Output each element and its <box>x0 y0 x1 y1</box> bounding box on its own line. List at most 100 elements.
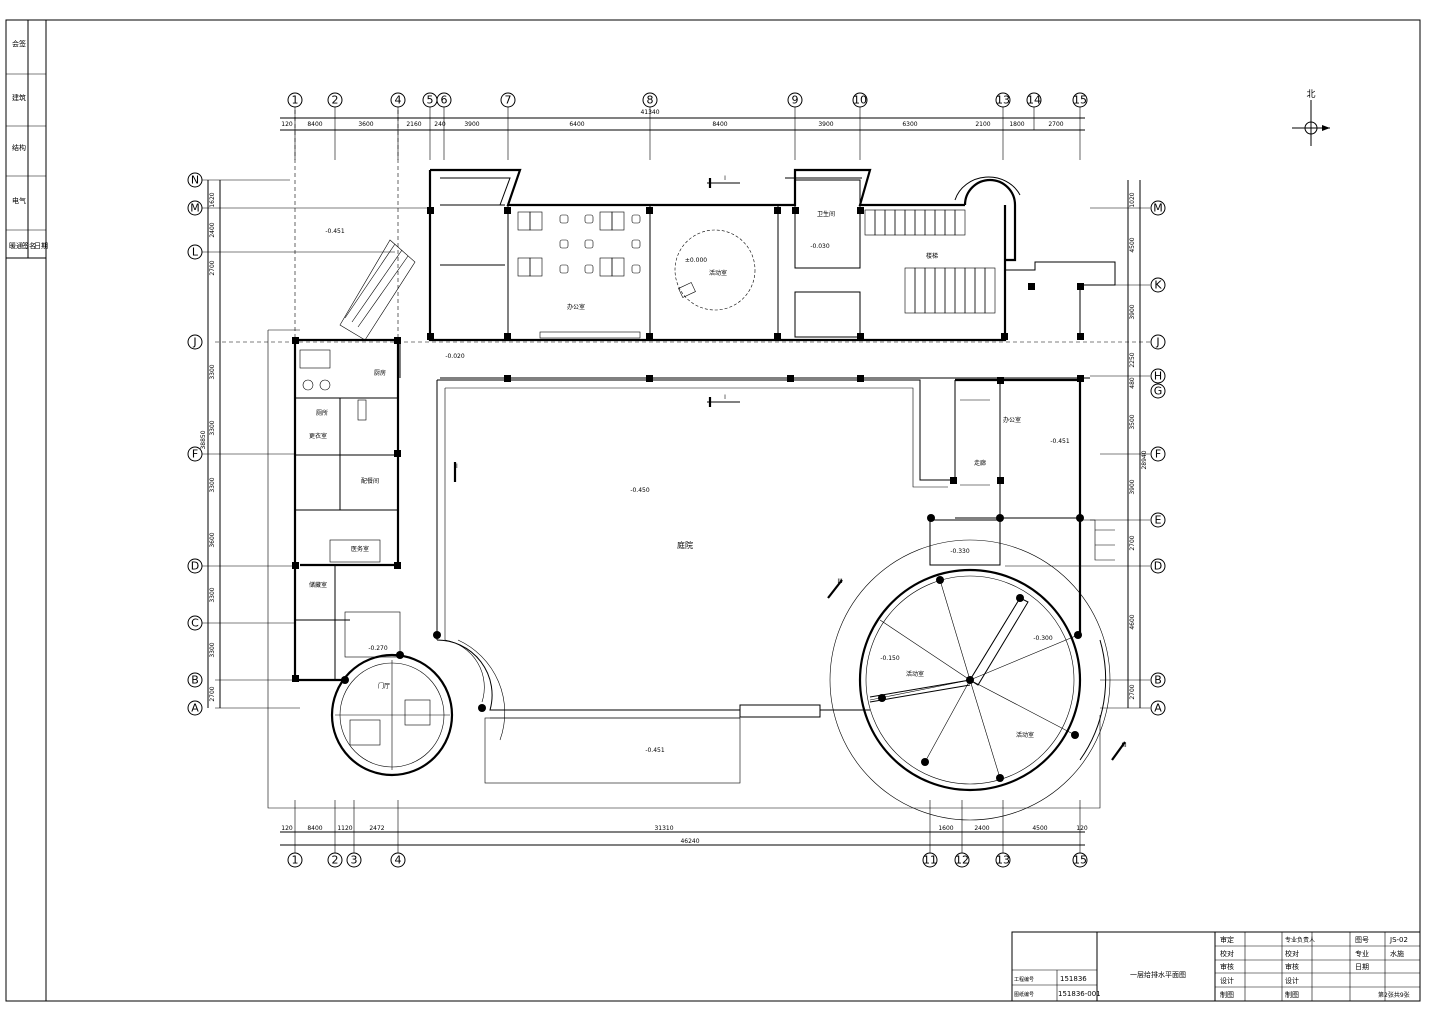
left-total: 38850 <box>200 430 207 449</box>
left-dim-6: 3600 <box>209 532 216 547</box>
axis-top-14: 14 <box>1027 94 1041 107</box>
side-strip: 会签 建筑 结构 电气 暖通 签名 日期 <box>5 19 48 259</box>
axis-bottom-1: 1 <box>292 854 299 867</box>
axis-top-13: 13 <box>996 94 1010 107</box>
bottom-total: 46240 <box>680 838 699 845</box>
left-dim-8: 3300 <box>209 642 216 657</box>
grid-bubbles-left: N M L J F D C B A <box>187 172 430 716</box>
columns <box>292 207 1084 782</box>
top-dim-11: 1800 <box>1009 121 1024 128</box>
row-label-1: 校对 <box>1220 949 1234 958</box>
bottom-dim-3: 2472 <box>369 825 384 832</box>
top-dim-4: 240 <box>434 121 446 128</box>
axis-top-2: 2 <box>332 94 339 107</box>
side-label-1: 建筑 <box>12 93 26 102</box>
left-dim-0: 1620 <box>209 192 216 207</box>
row-label-2: 审核 <box>1220 962 1234 971</box>
grid-bubbles-top: 1 2 4 5 6 7 8 9 10 13 14 15 <box>287 92 1088 160</box>
room-12: 办公室 <box>567 303 585 311</box>
drawing-no-label: 图纸编号 <box>1014 991 1034 998</box>
level-2: -0.451 <box>645 747 665 754</box>
level-3: -0.451 <box>1050 438 1070 445</box>
top-dim-10: 2100 <box>975 121 990 128</box>
side-label-2: 结构 <box>12 143 26 152</box>
axis-left-F: F <box>192 448 198 461</box>
row-label-0: 审定 <box>1220 935 1234 944</box>
bottom-dim-0: 120 <box>281 825 293 832</box>
room-3: 楼梯 <box>926 252 938 260</box>
right-dim-3: 2250 <box>1129 352 1136 367</box>
axis-left-L: L <box>192 246 199 259</box>
axis-right-B: B <box>1154 674 1162 687</box>
top-dim-1: 8400 <box>307 121 322 128</box>
title-block: 工程编号 151836 图纸编号 151836-001 一层给排水平面图 审定 … <box>1011 931 1421 1002</box>
right-dim-5: 3500 <box>1129 414 1136 429</box>
axis-left-M: M <box>190 202 200 215</box>
col2-label-0: 专业负责人 <box>1285 936 1315 944</box>
room-11: 卫生间 <box>817 210 835 218</box>
axis-top-4: 4 <box>395 94 402 107</box>
right-dim-0: 1020 <box>1129 192 1136 207</box>
top-dim-3: 2160 <box>406 121 421 128</box>
section-1a: I <box>724 175 726 182</box>
room-15: 活动室 <box>1016 731 1034 739</box>
axis-bottom-11: 11 <box>923 854 937 867</box>
top-dim-6: 6400 <box>569 121 584 128</box>
bottom-dim-5: 1600 <box>938 825 953 832</box>
axis-top-1: 1 <box>292 94 299 107</box>
axis-top-7: 7 <box>505 94 512 107</box>
side-label-4: 暖通 <box>9 241 23 250</box>
side-label-6: 日期 <box>34 242 48 250</box>
axis-left-D: D <box>191 560 199 573</box>
floor-plan: -0.451 -0.450 -0.451 -0.451 -0.020 -0.03… <box>215 110 1150 821</box>
sheet-label: 图号 <box>1355 936 1369 944</box>
right-dim-9: 2700 <box>1129 684 1136 699</box>
axis-left-B: B <box>191 674 199 687</box>
section-3b: III <box>1121 742 1127 749</box>
date-label: 日期 <box>1355 963 1369 971</box>
room-8: 活动室 <box>709 269 727 277</box>
bottom-dim-6: 2400 <box>974 825 989 832</box>
north-label: 北 <box>1306 89 1315 100</box>
left-dim-7: 3300 <box>209 587 216 602</box>
bottom-dim-8: 120 <box>1076 825 1088 832</box>
room-7: 储藏室 <box>309 581 327 589</box>
left-dim-4: 3300 <box>209 420 216 435</box>
level-9: -0.270 <box>368 645 388 652</box>
axis-bottom-15: 15 <box>1073 854 1087 867</box>
right-dim-1: 4500 <box>1129 237 1136 252</box>
axis-right-E: E <box>1155 514 1162 527</box>
bottom-dim-7: 4500 <box>1032 825 1047 832</box>
level-4: -0.020 <box>445 353 465 360</box>
discipline: 水施 <box>1390 949 1404 958</box>
axis-left-A: A <box>191 702 199 715</box>
left-dim-1: 2400 <box>209 222 216 237</box>
axis-right-H: H <box>1154 370 1162 383</box>
side-label-0: 会签 <box>12 39 26 48</box>
top-dim-8: 3900 <box>818 121 833 128</box>
room-13: 办公室 <box>1003 416 1021 424</box>
se-round-hall <box>858 568 1082 792</box>
left-dim-5: 3300 <box>209 477 216 492</box>
axis-left-C: C <box>191 617 199 630</box>
dimensions: 120 8400 3600 2160 240 3900 6400 8400 39… <box>200 109 1148 846</box>
axis-bottom-3: 3 <box>351 854 358 867</box>
bottom-dim-4: 31310 <box>654 825 673 832</box>
inner-frame <box>45 19 1421 1002</box>
level-8: -0.150 <box>880 655 900 662</box>
row-label-3: 设计 <box>1220 976 1234 985</box>
axis-right-F: F <box>1155 448 1161 461</box>
outer-frame <box>5 19 1421 1002</box>
axis-left-N: N <box>191 174 199 187</box>
axis-bottom-4: 4 <box>395 854 402 867</box>
top-dim-12: 2700 <box>1048 121 1063 128</box>
axis-right-M: M <box>1153 202 1163 215</box>
room-0: 厨房 <box>374 369 386 377</box>
axis-bottom-2: 2 <box>332 854 339 867</box>
room-10: 门厅 <box>378 682 390 690</box>
col2-label-1: 校对 <box>1285 949 1299 958</box>
room-5: 配餐间 <box>361 477 379 485</box>
right-dim-4: 480 <box>1129 377 1136 389</box>
left-dim-2: 2700 <box>209 260 216 275</box>
drawing-title: 一层给排水平面图 <box>1130 970 1186 979</box>
